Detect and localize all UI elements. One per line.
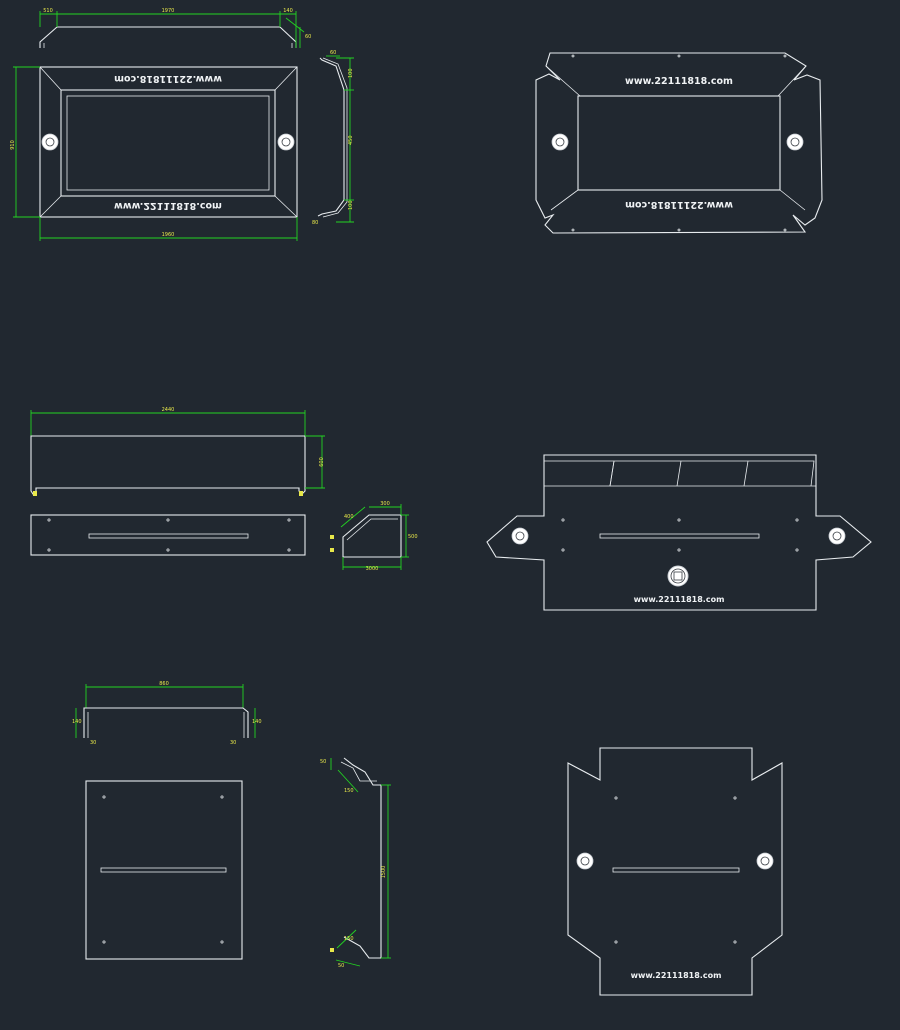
dim-text-profile-mid: 450 [348, 135, 354, 145]
front-width-dimension: 1960 [39, 217, 298, 241]
front-brand-bottom-mirrored: www.22111818.com [114, 200, 222, 211]
dim-text-mid-width: 2440 [162, 407, 175, 413]
mid-flat-logo-right [828, 527, 846, 545]
dim-text-side-a: 150 [344, 788, 354, 794]
dim-text-side-b: 150 [344, 936, 354, 942]
dim-text-side-length: 1500 [381, 866, 387, 879]
dim-text-profile-c: 100 [348, 200, 354, 210]
flat-brand-top: www.22111818.com [625, 76, 733, 87]
dim-text-side-bottom: 50 [338, 963, 344, 969]
dim-text-lower-foot-l: 30 [90, 740, 96, 746]
middle-elevation-group: 2440 600 [30, 407, 325, 556]
flat-brand-bottom-rotated: www.22111818.com [625, 199, 733, 210]
bracket-profile: 300 400 500 3000 [330, 501, 418, 572]
dim-text-front-height: 910 [10, 140, 16, 150]
front-elevation-group: 510 1970 140 60 www.22111818.com www.221… [10, 8, 311, 241]
flat-logo-right [786, 133, 804, 151]
dim-text-profile-top: 60 [330, 50, 336, 56]
lower-flat-pattern: www.22111818.com [567, 747, 783, 996]
dim-text-lower-width: 860 [159, 681, 169, 687]
dim-text-bracket-base: 3000 [366, 566, 379, 572]
dim-text-bracket-top: 300 [380, 501, 390, 507]
dim-text-lower-left: 140 [72, 719, 82, 725]
low-flat-brand: www.22111818.com [631, 971, 722, 980]
flat-logo-left [551, 133, 569, 151]
low-flat-logo-right [756, 852, 774, 870]
front-flat-pattern: www.22111818.com www.22111818.com [535, 52, 823, 234]
front-logo-left [41, 133, 59, 151]
center-emblem [667, 565, 689, 587]
middle-flat-pattern: www.22111818.com [486, 454, 872, 611]
mid-flat-brand: www.22111818.com [634, 595, 725, 604]
dim-text-bracket-side: 400 [344, 514, 354, 520]
front-brand-top-mirrored: www.22111818.com [114, 73, 222, 84]
front-logo-right [277, 133, 295, 151]
dim-text-bevel-angle: 60 [305, 34, 311, 40]
lower-side-profile: 1500 50 150 150 50 [320, 757, 391, 969]
dim-text-lower-foot-r: 30 [230, 740, 236, 746]
dim-text-mid-height: 600 [319, 457, 325, 467]
dim-text-top-left: 510 [43, 8, 53, 14]
front-side-profile: 60 100 450 100 80 [312, 50, 354, 226]
lower-elevation-group: 860 140 140 30 30 [72, 681, 262, 960]
dim-text-bracket-height: 500 [408, 534, 418, 540]
low-flat-logo-left [576, 852, 594, 870]
dim-text-top-width: 1970 [162, 8, 175, 14]
dim-text-top-bevel: 140 [283, 8, 293, 14]
dim-text-side-top: 50 [320, 759, 326, 765]
front-height-dimension: 910 [10, 66, 40, 218]
dim-text-front-width: 1960 [162, 232, 175, 238]
dim-text-lower-right: 140 [252, 719, 262, 725]
dim-text-profile-bottom: 80 [312, 220, 318, 226]
dim-text-profile-a: 100 [348, 68, 354, 78]
mid-flat-logo-left [511, 527, 529, 545]
top-dimension: 510 1970 140 60 [39, 8, 311, 48]
